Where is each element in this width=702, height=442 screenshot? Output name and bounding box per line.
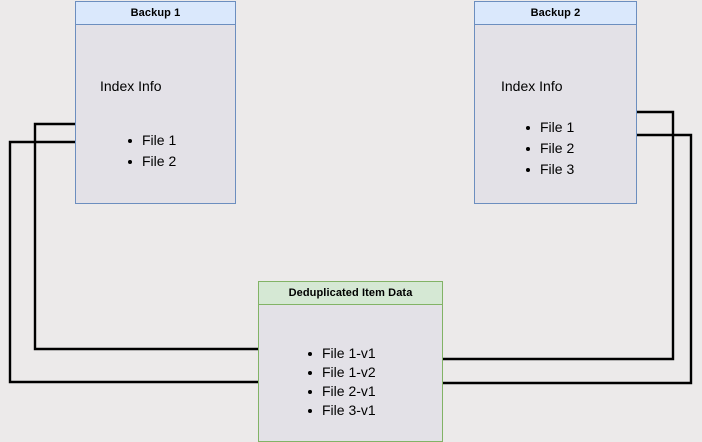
node-backup-1[interactable]: Backup 1 Index Info File 1 File 2 <box>75 1 236 204</box>
backup-1-file-list: File 1 File 2 <box>128 130 176 172</box>
dedup-file-list: File 1-v1 File 1-v2 File 2-v1 File 3-v1 <box>308 344 376 420</box>
list-item[interactable]: File 2 <box>128 151 176 172</box>
list-item[interactable]: File 3-v1 <box>308 401 376 420</box>
list-item[interactable]: File 1-v1 <box>308 344 376 363</box>
list-item[interactable]: File 1 <box>526 117 574 138</box>
list-item[interactable]: File 3 <box>526 159 574 180</box>
node-backup-2[interactable]: Backup 2 Index Info File 1 File 2 File 3 <box>474 1 637 204</box>
list-item[interactable]: File 2-v1 <box>308 382 376 401</box>
list-item[interactable]: File 1-v2 <box>308 363 376 382</box>
node-deduplicated-item-data[interactable]: Deduplicated Item Data File 1-v1 File 1-… <box>258 281 443 442</box>
index-info-label-1: Index Info <box>100 78 162 94</box>
list-item[interactable]: File 1 <box>128 130 176 151</box>
index-info-label-2: Index Info <box>501 78 563 94</box>
node-backup-1-title: Backup 1 <box>76 2 235 25</box>
list-item[interactable]: File 2 <box>526 138 574 159</box>
node-backup-2-title: Backup 2 <box>475 2 636 25</box>
node-deduplicated-item-data-title: Deduplicated Item Data <box>259 282 442 305</box>
backup-2-file-list: File 1 File 2 File 3 <box>526 117 574 180</box>
